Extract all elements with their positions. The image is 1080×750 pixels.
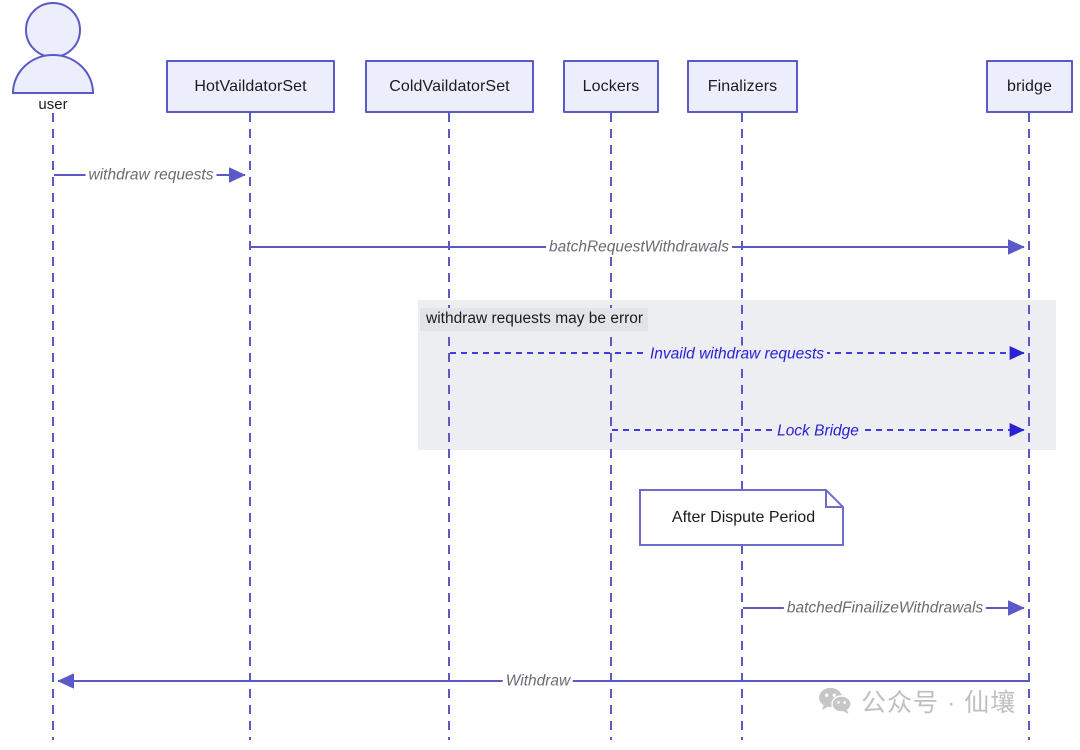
note-shape [639,489,844,546]
participant-box-bridge[interactable]: bridge [986,60,1073,113]
message-label-withdraw: Withdraw [502,672,574,690]
participant-box-hot[interactable]: HotVaildatorSet [166,60,335,113]
message-label-text: batchRequestWithdrawals [549,238,729,256]
participant-box-cold[interactable]: ColdVaildatorSet [365,60,534,113]
watermark-text: 公众号 · 仙壤 [861,689,1017,717]
message-label-text: Invaild withdraw requests [649,345,825,363]
note-label-text: After Dispute Period [671,508,816,526]
message-label-text: Lock Bridge [777,422,859,440]
participant-label-bridge: bridge [1006,77,1053,95]
fragment-label: withdraw requests may be error [420,308,649,331]
wechat-icon [819,687,852,714]
participant-label-hot: HotVaildatorSet [194,77,307,95]
person-icon [11,2,95,94]
message-label-batchedfinailizewithdrawals: batchedFinailizeWithdrawals [783,599,987,617]
message-label-text: withdraw requests [88,166,214,184]
participant-box-finalizers[interactable]: Finalizers [687,60,798,113]
message-label-invaild-withdraw-requests: Invaild withdraw requests [646,345,828,363]
actor-label-user: user [13,96,93,113]
fragment-label-text: withdraw requests may be error [426,310,644,327]
message-label-withdraw-requests: withdraw requests [85,166,217,184]
message-label-lock-bridge: Lock Bridge [774,422,862,440]
actor-label-text: user [38,96,68,113]
note-after-dispute-period: After Dispute Period [640,490,843,545]
participant-label-finalizers: Finalizers [707,77,778,95]
message-label-text: Withdraw [505,672,571,690]
message-label-batchrequestwithdrawals: batchRequestWithdrawals [546,238,732,256]
participant-label-lockers: Lockers [582,77,640,95]
message-label-text: batchedFinailizeWithdrawals [786,599,984,617]
participant-box-lockers[interactable]: Lockers [563,60,659,113]
watermark: 公众号 · 仙壤 [818,683,1016,719]
participant-label-cold: ColdVaildatorSet [389,77,510,95]
